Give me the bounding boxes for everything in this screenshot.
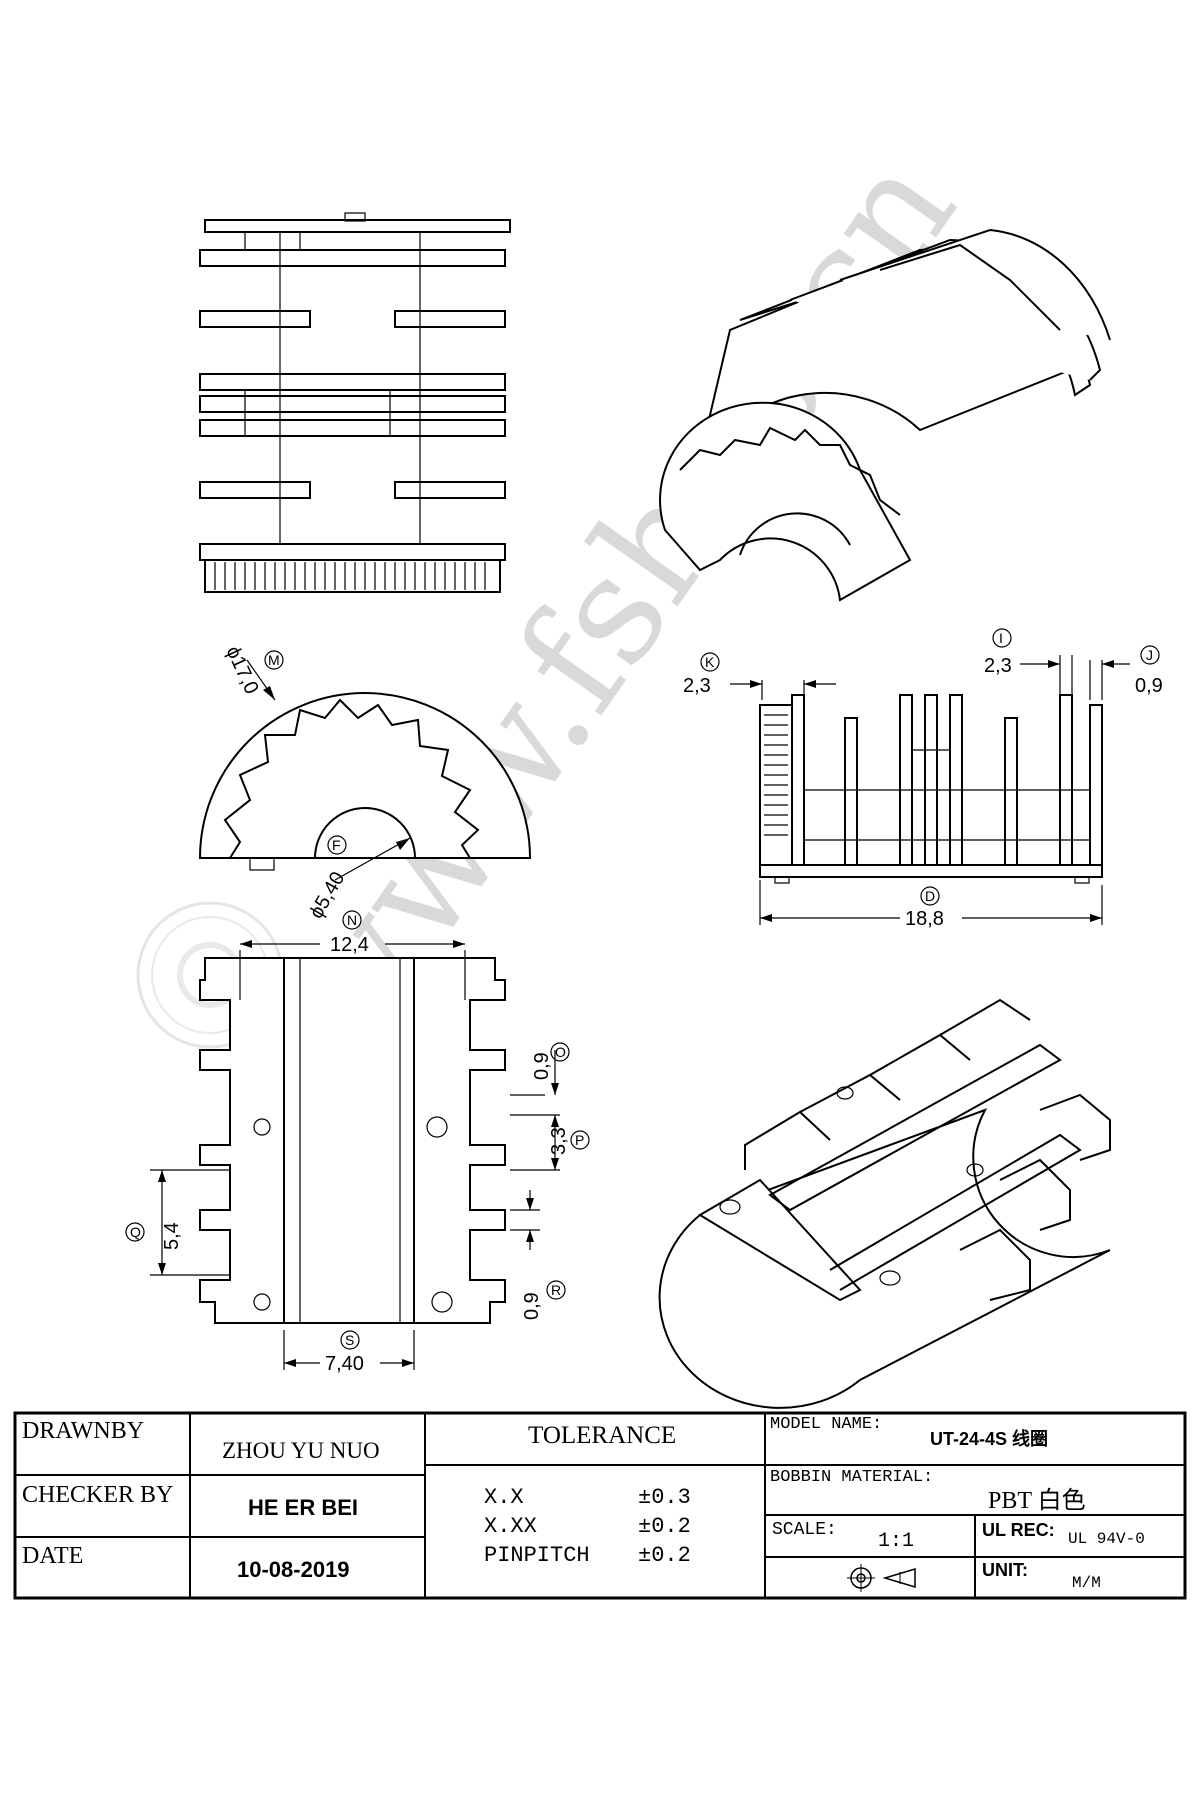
dim-q: 5,4 — [161, 1222, 183, 1250]
dim-k: 2,3 — [683, 675, 711, 697]
dim-o: 0,9 — [531, 1052, 553, 1080]
svg-text:J: J — [1146, 647, 1153, 663]
dim-d: 18,8 — [905, 908, 944, 930]
callout-p: P — [570, 1130, 590, 1150]
svg-text:S: S — [345, 1332, 354, 1348]
svg-text:I: I — [999, 630, 1003, 646]
svg-text:R: R — [551, 1282, 561, 1298]
callout-k: K — [700, 652, 720, 672]
callout-s: S — [340, 1330, 360, 1350]
callout-r: R — [546, 1280, 566, 1300]
dim-n: 12,4 — [330, 934, 369, 956]
isometric-view-bottom — [658, 998, 1111, 1409]
side-view-stacked — [199, 212, 511, 593]
callout-f: F — [327, 835, 347, 855]
svg-text:O: O — [555, 1044, 566, 1060]
dim-i: 2,3 — [984, 655, 1012, 677]
callout-n: N — [342, 910, 362, 930]
profile-view: 2,3 K 2,3 I 0,9 J 18,8 D — [683, 628, 1163, 930]
dim-outer-diameter: ϕ17,0 — [221, 643, 262, 698]
callout-d: D — [920, 886, 940, 906]
svg-text:Q: Q — [130, 1224, 141, 1240]
isometric-view-top — [659, 228, 1111, 602]
callout-j: J — [1140, 645, 1160, 665]
svg-text:M: M — [268, 652, 280, 668]
callout-m: M — [264, 650, 284, 670]
callout-o: O — [550, 1042, 570, 1062]
callout-i: I — [992, 628, 1012, 648]
dim-j: 0,9 — [1135, 675, 1163, 697]
dim-r: 0,9 — [521, 1292, 543, 1320]
svg-text:N: N — [347, 912, 357, 928]
svg-text:F: F — [332, 837, 341, 853]
callout-q: Q — [125, 1222, 145, 1242]
svg-text:D: D — [925, 888, 935, 904]
svg-text:P: P — [575, 1132, 584, 1148]
dim-p: 3,3 — [548, 1127, 570, 1155]
dim-s: 7,40 — [325, 1353, 364, 1375]
bottom-view: 12,4 N 0,9 O 3,3 P 5,4 Q — [125, 910, 590, 1375]
svg-text:K: K — [705, 654, 715, 670]
